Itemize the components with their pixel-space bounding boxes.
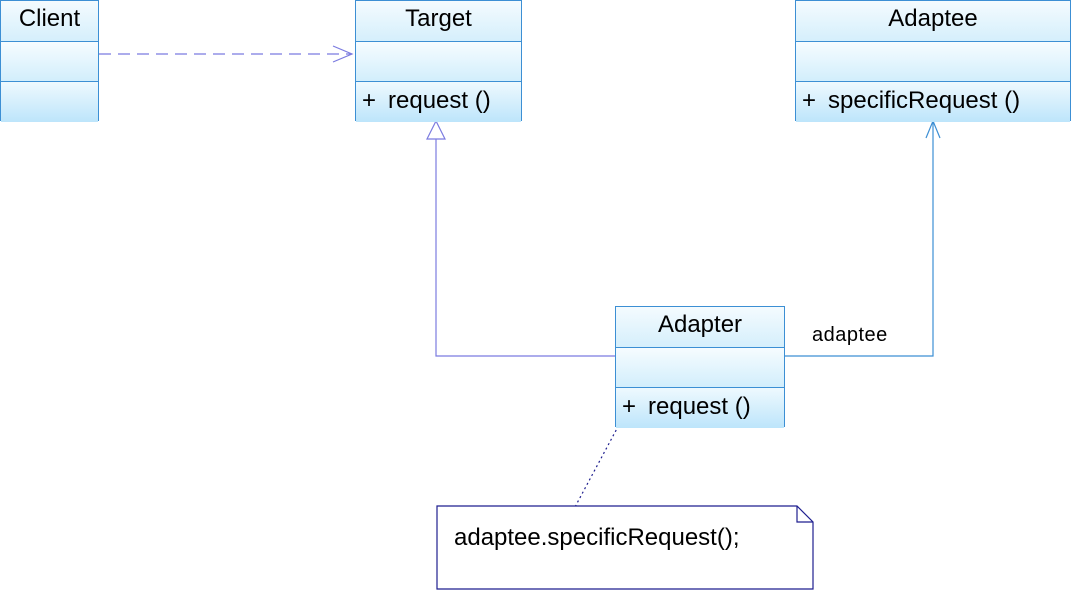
attributes-compartment: [796, 42, 1070, 82]
note-anchor-line: [574, 407, 629, 508]
visibility-marker: +: [802, 87, 817, 114]
class-name-compartment: Adapter: [616, 307, 784, 348]
hollow-triangle-arrowhead-icon: [426, 119, 446, 140]
class-name-compartment: Target: [356, 1, 521, 42]
operations-compartment: + request (): [616, 388, 784, 428]
class-name: Adaptee: [888, 5, 978, 32]
attributes-compartment: [616, 348, 784, 388]
operations-compartment: + specificRequest (): [796, 82, 1070, 122]
open-arrowhead-icon: [332, 45, 354, 63]
visibility-marker: +: [362, 87, 377, 114]
operation-signature: specificRequest (): [828, 87, 1021, 114]
class-name-compartment: Client: [1, 1, 98, 42]
note-text: adaptee.specificRequest();: [454, 524, 740, 551]
operation-specific-request[interactable]: + specificRequest (): [802, 87, 1020, 115]
attributes-compartment: [1, 42, 98, 82]
class-adaptee[interactable]: Adaptee + specificRequest (): [795, 0, 1071, 122]
note-folded-corner-icon: [796, 506, 813, 523]
visibility-marker: +: [622, 393, 637, 420]
class-target[interactable]: Target + request (): [355, 0, 522, 122]
note[interactable]: adaptee.specificRequest();: [437, 506, 813, 589]
class-name: Target: [405, 5, 472, 32]
operations-compartment: [1, 82, 98, 122]
operation-request[interactable]: + request (): [622, 393, 751, 421]
class-client[interactable]: Client: [0, 0, 99, 122]
class-name: Adapter: [657, 311, 743, 338]
operation-signature: request (): [388, 87, 491, 114]
generalization-adapter-target: [426, 119, 615, 357]
operation-signature: request (): [648, 393, 751, 420]
note-shape: [436, 505, 814, 590]
attributes-compartment: [356, 42, 521, 82]
class-adapter[interactable]: Adapter + request (): [615, 306, 785, 428]
operations-compartment: + request (): [356, 82, 521, 122]
association-role-label: adaptee: [812, 324, 888, 346]
operation-request[interactable]: + request (): [362, 87, 491, 115]
association-adapter-adaptee: [785, 119, 941, 357]
class-name-compartment: Adaptee: [796, 1, 1070, 42]
dependency-client-target: [99, 45, 354, 63]
class-name: Client: [18, 5, 81, 32]
